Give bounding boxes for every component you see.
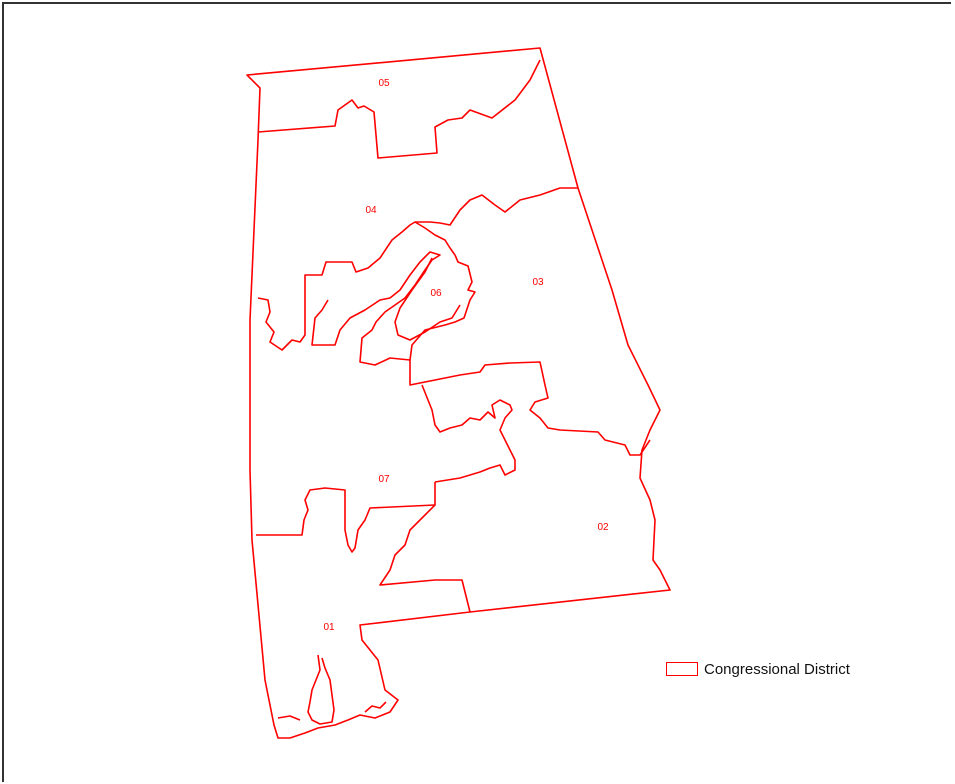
legend-swatch	[666, 662, 698, 676]
district-06-outline	[311, 251, 476, 366]
mobile-bay-outline	[307, 654, 335, 725]
state-outline	[246, 47, 671, 739]
boundary-07-03	[421, 384, 516, 483]
district-label-04: 04	[365, 205, 377, 216]
boundary-07-02	[379, 482, 471, 613]
boundary-05-04	[257, 59, 541, 159]
legend-label: Congressional District	[704, 660, 850, 678]
district-label-07: 07	[378, 474, 390, 485]
boundary-03-south	[409, 360, 651, 456]
coastline-detail	[277, 701, 387, 721]
district-label-05: 05	[378, 78, 390, 89]
boundary-04-south	[257, 221, 456, 351]
legend: Congressional District	[666, 659, 850, 679]
district-06-inner	[394, 257, 461, 341]
boundary-04-03	[415, 187, 578, 226]
district-label-03: 03	[532, 277, 544, 288]
district-label-02: 02	[597, 522, 609, 533]
district-label-01: 01	[323, 622, 335, 633]
boundary-07-01	[256, 487, 436, 553]
district-label-06: 06	[430, 288, 442, 299]
